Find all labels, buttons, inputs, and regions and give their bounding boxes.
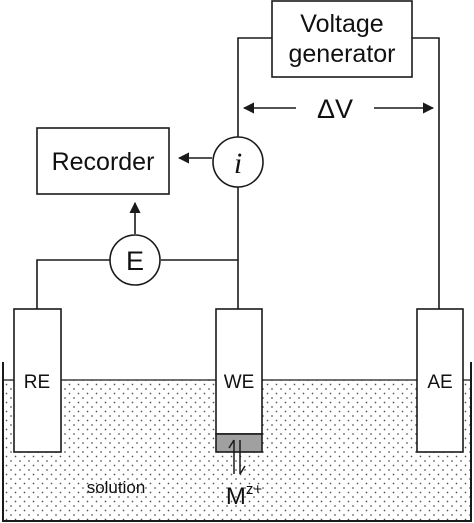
voltage-generator-label-line2: generator: [288, 40, 395, 68]
electrode-ae: AE: [416, 308, 464, 453]
cell-container: [2, 362, 472, 522]
voltage-generator-label-line1: Voltage: [300, 10, 383, 38]
electrode-re-body: [13, 308, 62, 453]
arrow-down-head: [239, 465, 246, 475]
metal-ion-charge: z+: [246, 481, 263, 498]
arrow-up-head: [228, 439, 235, 449]
metal-ion-symbol: M: [226, 483, 246, 510]
current-meter-circle: [212, 136, 264, 188]
voltage-generator: Voltage generator: [271, 0, 413, 78]
electrode-we-body: [215, 308, 263, 435]
potential-meter-circle: [109, 234, 161, 286]
electrode-re: RE: [13, 308, 62, 453]
recorder: Recorder: [36, 127, 170, 195]
solution-label: solution: [87, 478, 146, 497]
metal-ion-label: Mz+: [226, 481, 263, 510]
electrode-ae-body: [416, 308, 464, 453]
potential-meter-label: E: [126, 246, 144, 276]
current-meter-label: i: [234, 147, 242, 180]
current-meter: i: [212, 136, 264, 188]
delta-v-indicator: ΔV: [242, 94, 435, 124]
equilibrium-arrows: [228, 439, 246, 475]
recorder-label: Recorder: [52, 148, 155, 176]
electrode-we: WE: [215, 308, 263, 453]
potential-meter: E: [109, 234, 161, 286]
electrode-we-label: WE: [224, 372, 255, 393]
wire-generator-to-ae: [412, 37, 440, 309]
electrode-re-label: RE: [24, 372, 50, 393]
voltage-generator-box: [271, 0, 413, 78]
electrode-ae-label: AE: [427, 372, 452, 393]
recorder-box: [36, 127, 170, 195]
delta-v-label: ΔV: [317, 94, 353, 124]
electrode-we-metal-tip: [215, 433, 263, 453]
circuit-wires: [36, 37, 440, 309]
wire-generator-to-we: [237, 37, 272, 137]
wire-re-to-potential-meter: [36, 259, 110, 309]
